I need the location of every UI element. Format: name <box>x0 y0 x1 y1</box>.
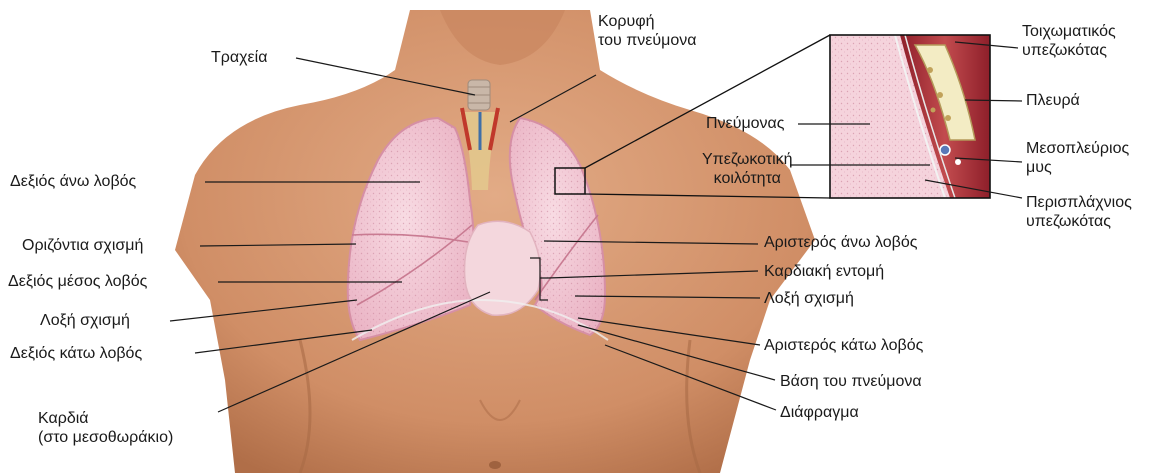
label-diaphragm: Διάφραγμα <box>780 403 859 422</box>
label-lung-apex-line2: του πνεύμονα <box>598 31 696 50</box>
label-inset-rib: Πλευρά <box>1026 91 1080 110</box>
label-right-middle-lobe: Δεξιός μέσος λοβός <box>8 272 147 291</box>
label-inset-pleural-cavity-line2: κοιλότητα <box>702 169 793 188</box>
label-inset-parietal-pleura-line1: Τοιχωματικός <box>1022 22 1116 41</box>
label-inset-pleural-cavity-line1: Υπεζωκοτική <box>702 150 793 169</box>
label-lung-apex: Κορυφή του πνεύμονα <box>598 12 696 50</box>
label-cardiac-notch: Καρδιακή εντομή <box>764 262 884 281</box>
label-inset-parietal-pleura: Τοιχωματικός υπεζωκότας <box>1022 22 1116 60</box>
label-inset-intercostal-muscle-line1: Μεσοπλεύριος <box>1026 139 1129 158</box>
label-lung-base: Βάση του πνεύμονα <box>780 372 922 391</box>
label-right-lower-lobe: Δεξιός κάτω λοβός <box>10 344 142 363</box>
pleura-inset <box>830 35 990 198</box>
label-inset-parietal-pleura-line2: υπεζωκότας <box>1022 41 1116 60</box>
label-inset-lung: Πνεύμονας <box>706 114 785 133</box>
label-right-upper-lobe: Δεξιός άνω λοβός <box>10 172 136 191</box>
label-heart: Καρδιά (στο μεσοθωράκιο) <box>38 409 173 447</box>
label-inset-visceral-pleura-line1: Περισπλάχνιος <box>1026 193 1132 212</box>
label-right-oblique-fissure: Λοξή σχισμή <box>40 311 130 330</box>
label-inset-visceral-pleura: Περισπλάχνιος υπεζωκότας <box>1026 193 1132 231</box>
label-inset-visceral-pleura-line2: υπεζωκότας <box>1026 212 1132 231</box>
label-heart-line1: Καρδιά <box>38 409 173 428</box>
label-inset-intercostal-muscle-line2: μυς <box>1026 158 1129 177</box>
label-trachea: Τραχεία <box>211 48 267 67</box>
label-horizontal-fissure: Οριζόντια σχισμή <box>22 236 143 255</box>
label-left-oblique-fissure: Λοξή σχισμή <box>764 289 854 308</box>
label-lung-apex-line1: Κορυφή <box>598 12 696 31</box>
label-left-upper-lobe: Αριστερός άνω λοβός <box>764 233 917 252</box>
label-left-lower-lobe: Αριστερός κάτω λοβός <box>764 336 923 355</box>
label-heart-line2: (στο μεσοθωράκιο) <box>38 428 173 447</box>
label-inset-intercostal-muscle: Μεσοπλεύριος μυς <box>1026 139 1129 177</box>
label-inset-pleural-cavity: Υπεζωκοτική κοιλότητα <box>702 150 793 188</box>
